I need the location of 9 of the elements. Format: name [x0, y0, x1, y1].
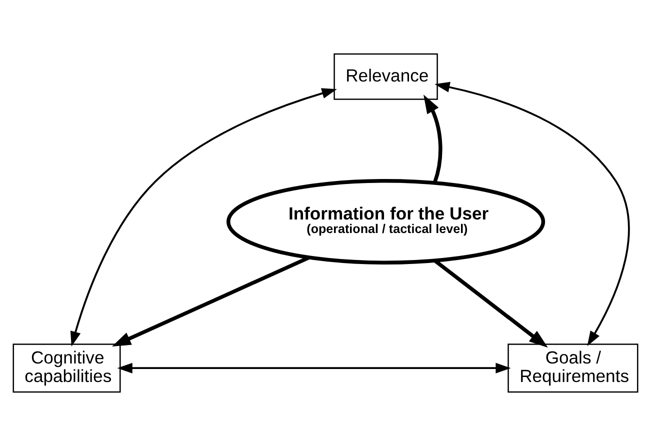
node-box: Relevance — [334, 52, 438, 100]
node-ellipse: Information for the User (operational / tactical level) — [226, 178, 546, 264]
arrow — [424, 94, 442, 183]
arrow — [70, 88, 337, 346]
node-box: Goals / Requirements — [508, 343, 638, 392]
node-box: Cognitive capabilities — [12, 343, 121, 392]
arrow — [112, 255, 310, 346]
arrow — [434, 81, 630, 346]
arrow — [117, 362, 511, 373]
